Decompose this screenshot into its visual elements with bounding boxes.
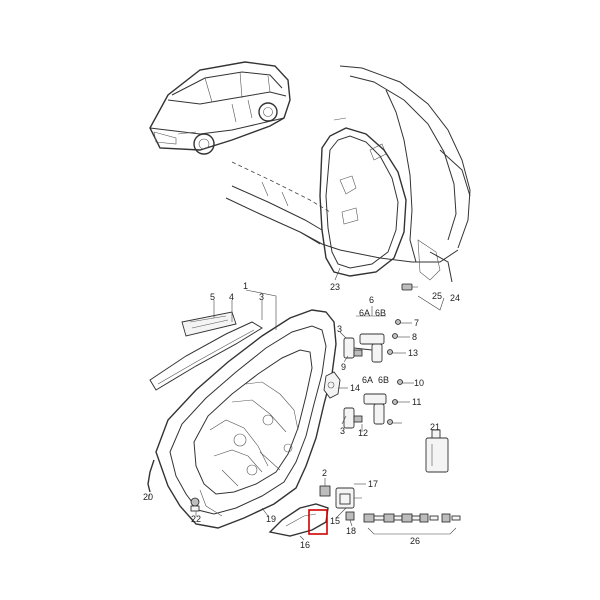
part-16-door-handle: [268, 503, 329, 537]
callout-6A: 6A: [359, 308, 370, 318]
callout-13: 13: [408, 348, 418, 358]
callout-5: 5: [210, 292, 215, 302]
car-thumbnail: [149, 61, 291, 155]
part-4-pad: [181, 311, 237, 337]
callout-12: 12: [358, 428, 368, 438]
lower-hinge: [343, 379, 403, 429]
leader-24: [417, 295, 445, 311]
callout-2: 2: [322, 468, 327, 478]
callout-20: 20: [143, 492, 153, 502]
callout-labels: 1 5 4 3 6 6A 6B 7 8 3 9 13 14 6A 6B 10 1…: [143, 281, 460, 550]
callout-7: 7: [414, 318, 419, 328]
callout-26: 26: [410, 536, 420, 546]
callout-1: 1: [243, 281, 248, 291]
callout-18: 18: [346, 526, 356, 536]
callout-17: 17: [368, 479, 378, 489]
part-21-bottle: [425, 429, 449, 473]
part-22-screw: [190, 497, 200, 512]
part-14-door-check: [323, 371, 341, 399]
callout-15: 15: [330, 516, 340, 526]
callout-3: 3: [259, 292, 264, 302]
part-26-screw-set: [363, 513, 461, 535]
callout-6: 6: [369, 295, 374, 305]
callout-10: 10: [414, 378, 424, 388]
callout-21: 21: [430, 422, 440, 432]
callout-8: 8: [412, 332, 417, 342]
rear-door-assembly: [155, 309, 337, 529]
callout-16: 16: [300, 540, 310, 550]
callout-6B: 6B: [375, 308, 386, 318]
callout-14: 14: [350, 383, 360, 393]
callout-6A2: 6A: [362, 375, 373, 385]
body-side-frame: [225, 65, 471, 283]
callout-9: 9: [341, 362, 346, 372]
callout-23: 23: [330, 282, 340, 292]
window-channel-strip: [149, 321, 263, 391]
callout-3c: 3: [340, 426, 345, 436]
callout-25: 25: [432, 291, 442, 301]
callout-11: 11: [412, 397, 421, 407]
part-20-strip: [147, 459, 155, 493]
callout-3b: 3: [337, 324, 342, 334]
callout-6B2: 6B: [378, 375, 389, 385]
part-25-bolt: [401, 283, 418, 291]
callout-22: 22: [191, 514, 201, 524]
callout-19: 19: [266, 514, 276, 524]
callout-4: 4: [229, 292, 234, 302]
callout-24: 24: [450, 293, 460, 303]
upper-hinge: [343, 319, 401, 363]
leader-lines: [147, 267, 414, 541]
highlight-box: [308, 509, 328, 535]
door-frame-seal: [319, 127, 407, 277]
